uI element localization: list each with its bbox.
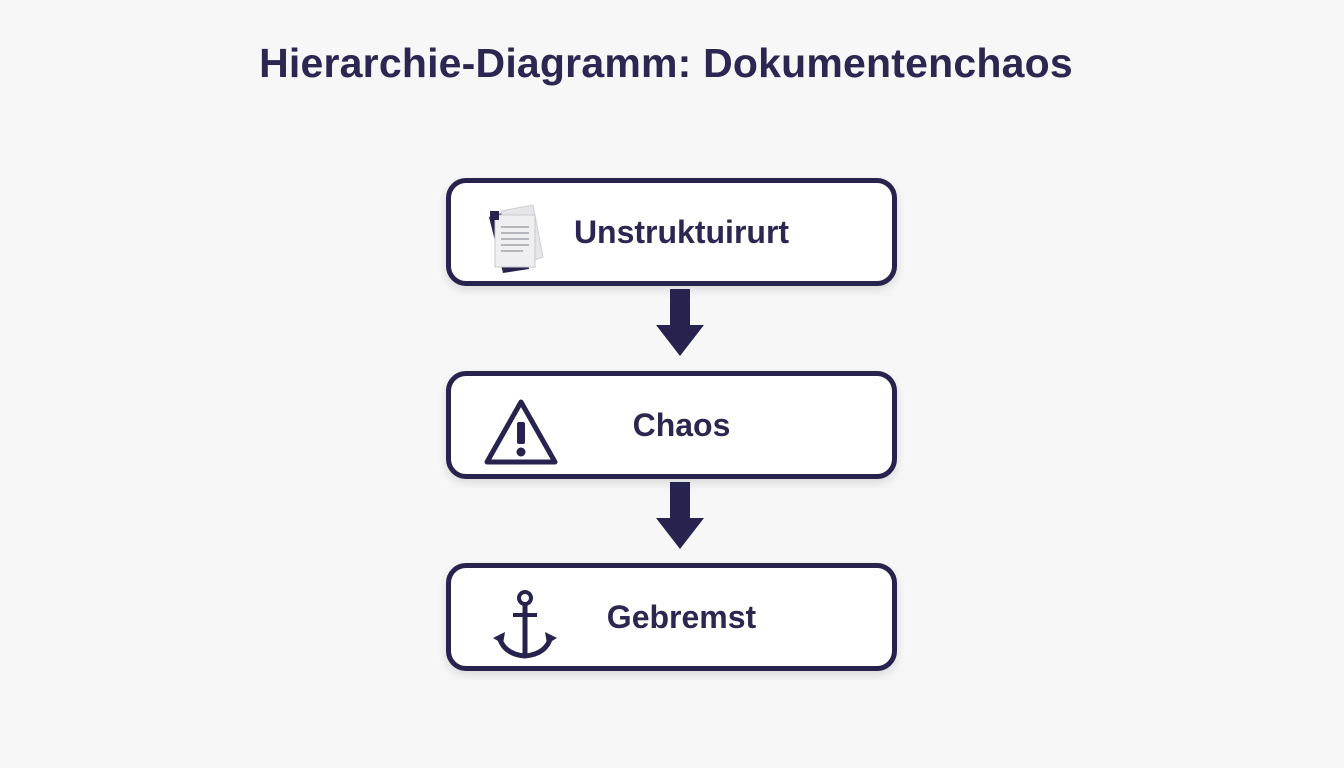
node-label: Unstruktuirurt: [573, 213, 790, 250]
diagram-title: Hierarchie-Diagramm: Dokumentenchaos: [259, 40, 1073, 86]
node-label: Chaos: [632, 406, 731, 443]
anchor-icon: [481, 582, 561, 662]
node-gebremst: Gebremst: [446, 563, 897, 671]
documents-icon: [481, 197, 561, 277]
node-label: Gebremst: [606, 598, 757, 635]
arrow-down-icon: [655, 289, 705, 359]
warning-icon: [481, 390, 561, 470]
node-unstrukturiert: Unstruktuirurt: [446, 178, 897, 286]
arrow-down-icon: [655, 482, 705, 552]
node-chaos: Chaos: [446, 371, 897, 479]
